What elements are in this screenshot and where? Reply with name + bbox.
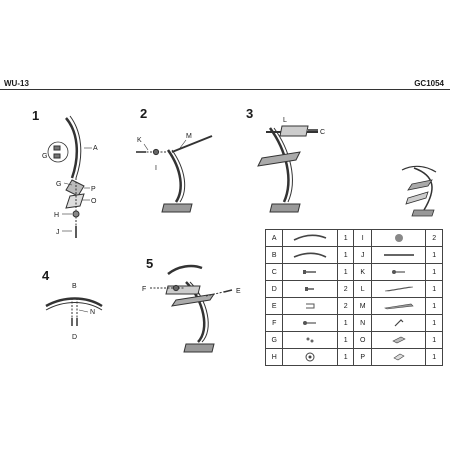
- part-letter: K: [353, 263, 372, 281]
- part-quantity: 1: [425, 314, 443, 332]
- label-a: A: [93, 145, 98, 152]
- screw-icon: [282, 263, 339, 281]
- product-code: GC1054: [414, 79, 444, 88]
- label-b: B: [72, 283, 77, 290]
- part-quantity: 1: [337, 263, 355, 281]
- part-quantity: 1: [425, 280, 443, 298]
- label-g: G: [56, 181, 61, 188]
- part-quantity: 2: [337, 297, 355, 315]
- part-letter: P: [353, 348, 372, 366]
- label-n: N: [90, 309, 95, 316]
- part-quantity: 1: [337, 246, 355, 264]
- label-o: O: [91, 198, 97, 205]
- part-quantity: 1: [425, 348, 443, 366]
- part-quantity: 1: [337, 348, 355, 366]
- part-letter: A: [264, 229, 284, 247]
- part-letter: F: [264, 314, 284, 332]
- model-code: WU-13: [4, 79, 29, 88]
- part-letter: N: [353, 314, 372, 332]
- part-quantity: 2: [425, 229, 443, 247]
- step-5-number: 5: [146, 256, 154, 271]
- step-3-diagram: [257, 125, 318, 213]
- step-3-number: 3: [246, 106, 254, 121]
- label-k: K: [137, 137, 142, 144]
- label-f: F: [142, 286, 146, 293]
- label-h: H: [54, 212, 59, 219]
- step-4-diagram: [45, 297, 103, 326]
- curved-bar-icon: [282, 246, 339, 264]
- square-pad-icon: [370, 348, 427, 366]
- washer-icon: [282, 348, 339, 366]
- bolt-icon: [282, 314, 339, 332]
- short-screw-icon: [282, 280, 339, 298]
- part-letter: D: [264, 280, 284, 298]
- step-5-diagram: [150, 264, 233, 353]
- part-letter: I: [353, 229, 372, 247]
- label-i: I: [155, 165, 157, 172]
- long-rod-icon: [370, 246, 427, 264]
- label-l: L: [283, 117, 287, 124]
- part-letter: C: [264, 263, 284, 281]
- step-2-number: 2: [140, 106, 148, 121]
- part-letter: M: [353, 297, 372, 315]
- part-letter: J: [353, 246, 372, 264]
- label-e: E: [236, 288, 241, 295]
- small-screws-icon: [282, 331, 339, 349]
- part-letter: H: [264, 348, 284, 366]
- label-c: C: [320, 129, 325, 136]
- product-preview: [401, 165, 437, 217]
- part-quantity: 1: [425, 297, 443, 315]
- allen-key-icon: [370, 314, 427, 332]
- label-m: M: [186, 133, 192, 140]
- curved-arm-icon: [282, 229, 339, 247]
- part-quantity: 1: [425, 331, 443, 349]
- part-letter: O: [353, 331, 372, 349]
- step-2-diagram: [136, 135, 213, 213]
- part-letter: L: [353, 280, 372, 298]
- step-4-number: 4: [42, 268, 50, 283]
- bracket-icon: [282, 297, 339, 315]
- label-g-detail: G: [42, 153, 47, 160]
- shelf-plate-icon: [370, 297, 427, 315]
- part-letter: E: [264, 297, 284, 315]
- step-1-number: 1: [32, 108, 40, 123]
- step-1-diagram: [47, 115, 92, 238]
- part-quantity: 1: [337, 331, 355, 349]
- flat-tray-icon: [370, 280, 427, 298]
- round-knob-icon: [370, 229, 427, 247]
- header-divider: [0, 89, 450, 90]
- label-p: P: [91, 186, 96, 193]
- square-plate-icon: [370, 331, 427, 349]
- part-quantity: 1: [337, 314, 355, 332]
- bolt-icon: [370, 263, 427, 281]
- part-letter: G: [264, 331, 284, 349]
- part-quantity: 2: [337, 280, 355, 298]
- part-quantity: 1: [425, 263, 443, 281]
- part-quantity: 1: [425, 246, 443, 264]
- part-quantity: 1: [337, 229, 355, 247]
- label-d: D: [72, 334, 77, 341]
- part-letter: B: [264, 246, 284, 264]
- label-j: J: [56, 229, 60, 236]
